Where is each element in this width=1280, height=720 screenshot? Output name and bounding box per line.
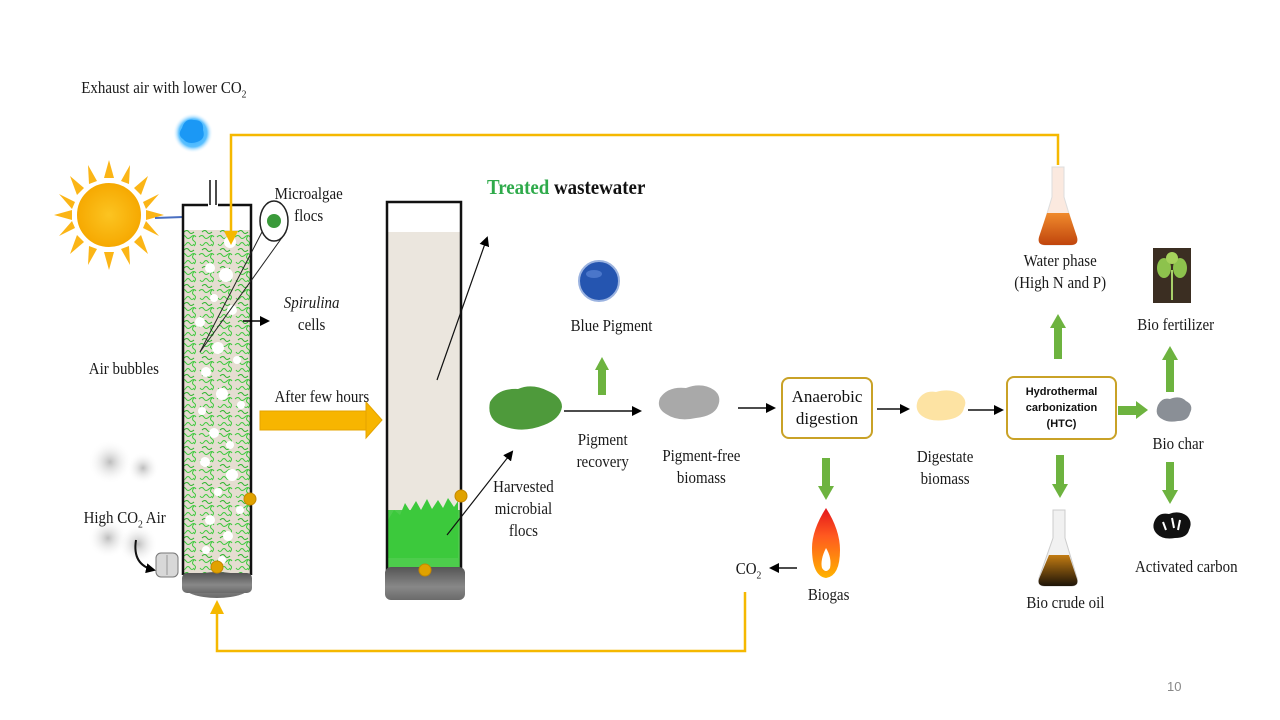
water-phase-label: Water phase (High N and P) xyxy=(1014,250,1106,294)
high-co2-smoke-icon xyxy=(88,440,159,564)
biomass-text: biomass xyxy=(920,469,970,488)
exhaust-air-subscript: 2 xyxy=(241,88,247,101)
bio-crude-oil-flask-icon xyxy=(1038,509,1078,587)
activated-carbon-label: Activated carbon xyxy=(1134,557,1238,576)
light-ray-line xyxy=(154,216,184,219)
exhaust-air-text: Exhaust air with lower CO xyxy=(81,78,242,97)
after-few-hours-label: After few hours xyxy=(274,387,370,406)
bio-fertilizer-label: Bio fertilizer xyxy=(1137,315,1215,334)
bio-crude-oil-label: Bio crude oil xyxy=(1026,593,1105,612)
htc-box: Hydrothermal carbonization (HTC) xyxy=(1006,376,1117,440)
pigment-free-biomass-label: Pigment-free biomass xyxy=(662,445,740,489)
biogas-flame-icon xyxy=(812,508,840,578)
green-arrow-down xyxy=(818,458,834,500)
green-arrow-right xyxy=(1118,401,1148,419)
digestion-text: digestion xyxy=(795,409,859,428)
activated-carbon-icon xyxy=(1153,512,1191,539)
green-arrow-down xyxy=(1052,455,1068,498)
water-phase-flask-icon xyxy=(1038,166,1078,246)
cells-text: cells xyxy=(297,315,326,334)
hydrothermal-text: Hydrothermal xyxy=(1025,386,1098,398)
co2-subscript: 2 xyxy=(756,569,762,582)
co2-label: CO2 xyxy=(736,558,762,586)
biomass-text: biomass xyxy=(676,468,726,487)
green-arrow-up xyxy=(1162,346,1178,392)
treated-water-arrow xyxy=(436,236,490,381)
harvested-flocs-label: Harvested microbial flocs xyxy=(493,476,554,542)
harvested-floc-icon xyxy=(489,386,562,430)
valve-icon xyxy=(454,489,468,503)
bio-char-label: Bio char xyxy=(1152,434,1204,453)
pigment-recovery-label: Pigment recovery xyxy=(577,429,629,473)
spirulina-cells-label: Spirulina cells xyxy=(284,292,340,336)
carbonization-text: carbonization xyxy=(1025,402,1098,414)
sun-icon xyxy=(54,160,164,270)
air-pump-arrow xyxy=(134,539,156,574)
exhaust-cloud-icon xyxy=(173,113,213,153)
page-number: 10 xyxy=(1167,679,1182,694)
bio-fertilizer-plant-icon xyxy=(1153,248,1191,303)
pigment-free-text: Pigment-free xyxy=(662,446,741,465)
photobioreactor xyxy=(181,180,257,598)
pigment-text: Pigment xyxy=(577,430,628,449)
microalgae-floc-icon xyxy=(199,200,289,353)
spirulina-text: Spirulina xyxy=(283,293,340,312)
anaerobic-text: Anaerobic xyxy=(791,387,863,406)
recovery-text: recovery xyxy=(576,452,629,471)
flocs-text: flocs xyxy=(508,521,539,540)
biogas-label: Biogas xyxy=(807,585,850,604)
digestate-biomass-icon xyxy=(916,390,966,421)
co-text: CO xyxy=(735,559,757,578)
after-few-hours-arrow xyxy=(259,400,383,440)
high-co2-air-label: High CO2 Air xyxy=(84,507,166,535)
blue-pigment-icon xyxy=(578,260,620,302)
water-recycle-loop xyxy=(224,133,1060,245)
htc-abbrev-text: (HTC) xyxy=(1046,418,1077,430)
valve-icon xyxy=(210,560,224,574)
treated-text: Treated xyxy=(487,175,550,199)
green-arrow-down xyxy=(1162,462,1178,504)
microalgae-text: Microalgae xyxy=(274,184,343,203)
anaerobic-digestion-box: Anaerobic digestion xyxy=(781,377,873,439)
high-n-p-text: (High N and P) xyxy=(1014,273,1107,292)
settling-column xyxy=(385,200,468,600)
treated-wastewater-title: Treated wastewater xyxy=(487,175,645,200)
green-arrow-up xyxy=(595,357,609,395)
flocs-text: flocs xyxy=(294,206,324,225)
bio-char-icon xyxy=(1156,397,1192,422)
exhaust-air-label: Exhaust air with lower CO2 xyxy=(81,77,246,105)
water-phase-text: Water phase xyxy=(1023,251,1097,270)
digestate-biomass-label: Digestate biomass xyxy=(917,446,973,490)
high-co2-subscript: 2 xyxy=(138,518,143,531)
valve-icon xyxy=(418,563,432,577)
pigment-free-biomass-icon xyxy=(658,385,720,420)
air-bubbles-label: Air bubbles xyxy=(88,359,160,378)
harvested-text: Harvested xyxy=(493,477,554,496)
co2-recycle-loop xyxy=(210,592,747,653)
air-text: Air xyxy=(142,508,166,527)
microbial-text: microbial xyxy=(494,499,553,518)
high-co2-text: High CO xyxy=(83,508,139,527)
green-arrow-up xyxy=(1050,314,1066,359)
air-pump-icon xyxy=(155,552,179,578)
harvest-arrow xyxy=(446,450,514,536)
digestate-text: Digestate xyxy=(916,447,974,466)
wastewater-text: wastewater xyxy=(549,175,646,199)
blue-pigment-label: Blue Pigment xyxy=(570,316,653,335)
microalgae-flocs-label: Microalgae flocs xyxy=(275,183,343,227)
valve-icon xyxy=(243,492,257,506)
